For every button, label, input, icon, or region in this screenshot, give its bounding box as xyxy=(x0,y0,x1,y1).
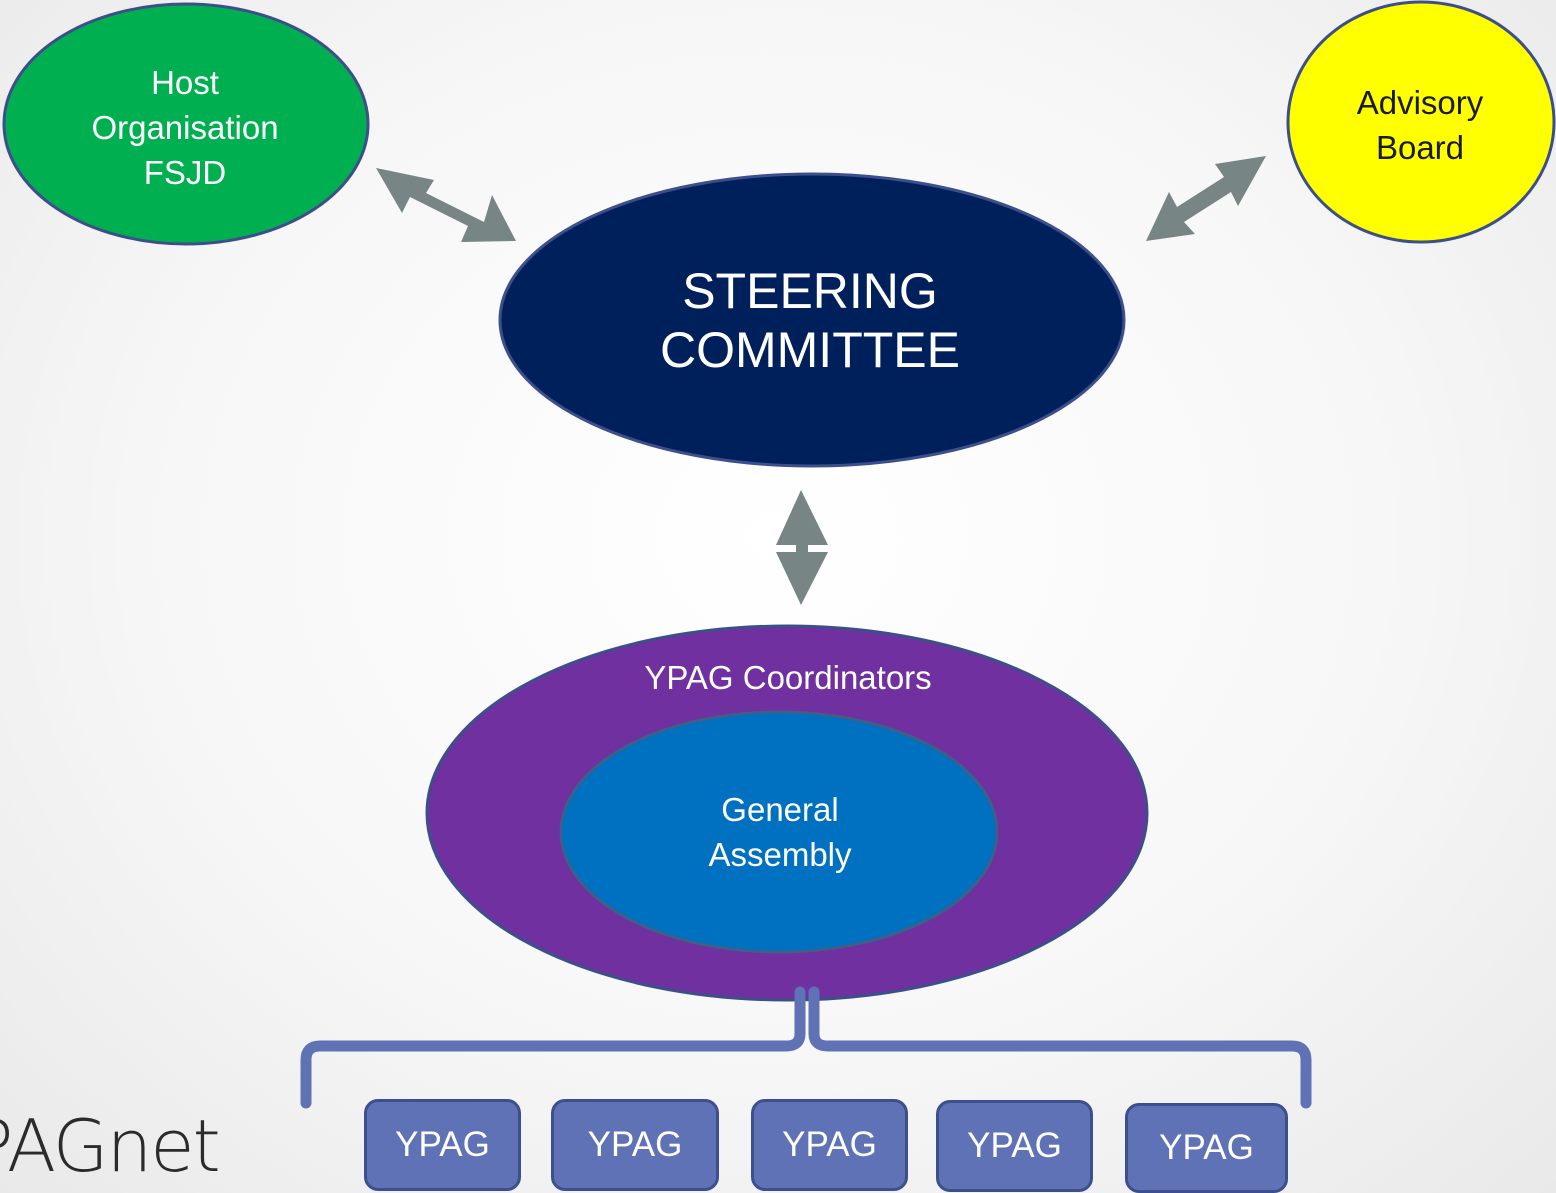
ypagnet-logo: PAGnet xyxy=(0,1104,221,1188)
host-organisation-label: Host Organisation FSJD xyxy=(70,60,300,195)
advisory-board-label: Advisory Board xyxy=(1320,80,1520,170)
ypag-box-2: YPAG xyxy=(551,1099,719,1191)
host-line-3: FSJD xyxy=(143,154,227,191)
advisory-board-node xyxy=(1286,0,1556,244)
general-assembly-label: General Assembly xyxy=(650,787,910,877)
host-line-1: Host xyxy=(151,64,219,101)
host-line-2: Organisation xyxy=(91,109,279,146)
steering-line-1: STEERING xyxy=(682,263,938,319)
steering-line-2: COMMITTEE xyxy=(660,322,960,378)
host-organisation-node xyxy=(2,2,370,246)
general-assembly-node xyxy=(559,710,999,954)
steering-coordinators-arrow xyxy=(776,490,828,605)
steering-advisory-arrow xyxy=(1146,156,1266,241)
ypag-bracket xyxy=(300,986,1312,1109)
host-steering-arrow xyxy=(376,168,516,242)
ypag-box-1: YPAG xyxy=(364,1099,521,1191)
advisory-line-1: Advisory xyxy=(1356,84,1484,121)
ypag-box-5: YPAG xyxy=(1125,1103,1288,1193)
ypag-box-3: YPAG xyxy=(751,1099,908,1191)
steering-committee-label: STEERING COMMITTEE xyxy=(560,262,1060,380)
assembly-line-2: Assembly xyxy=(708,836,852,873)
assembly-line-1: General xyxy=(721,791,839,828)
ypag-box-4: YPAG xyxy=(936,1100,1093,1192)
advisory-line-2: Board xyxy=(1375,129,1465,166)
steering-committee-node xyxy=(498,172,1126,468)
ypag-coordinators-label: YPAG Coordinators xyxy=(644,659,932,696)
